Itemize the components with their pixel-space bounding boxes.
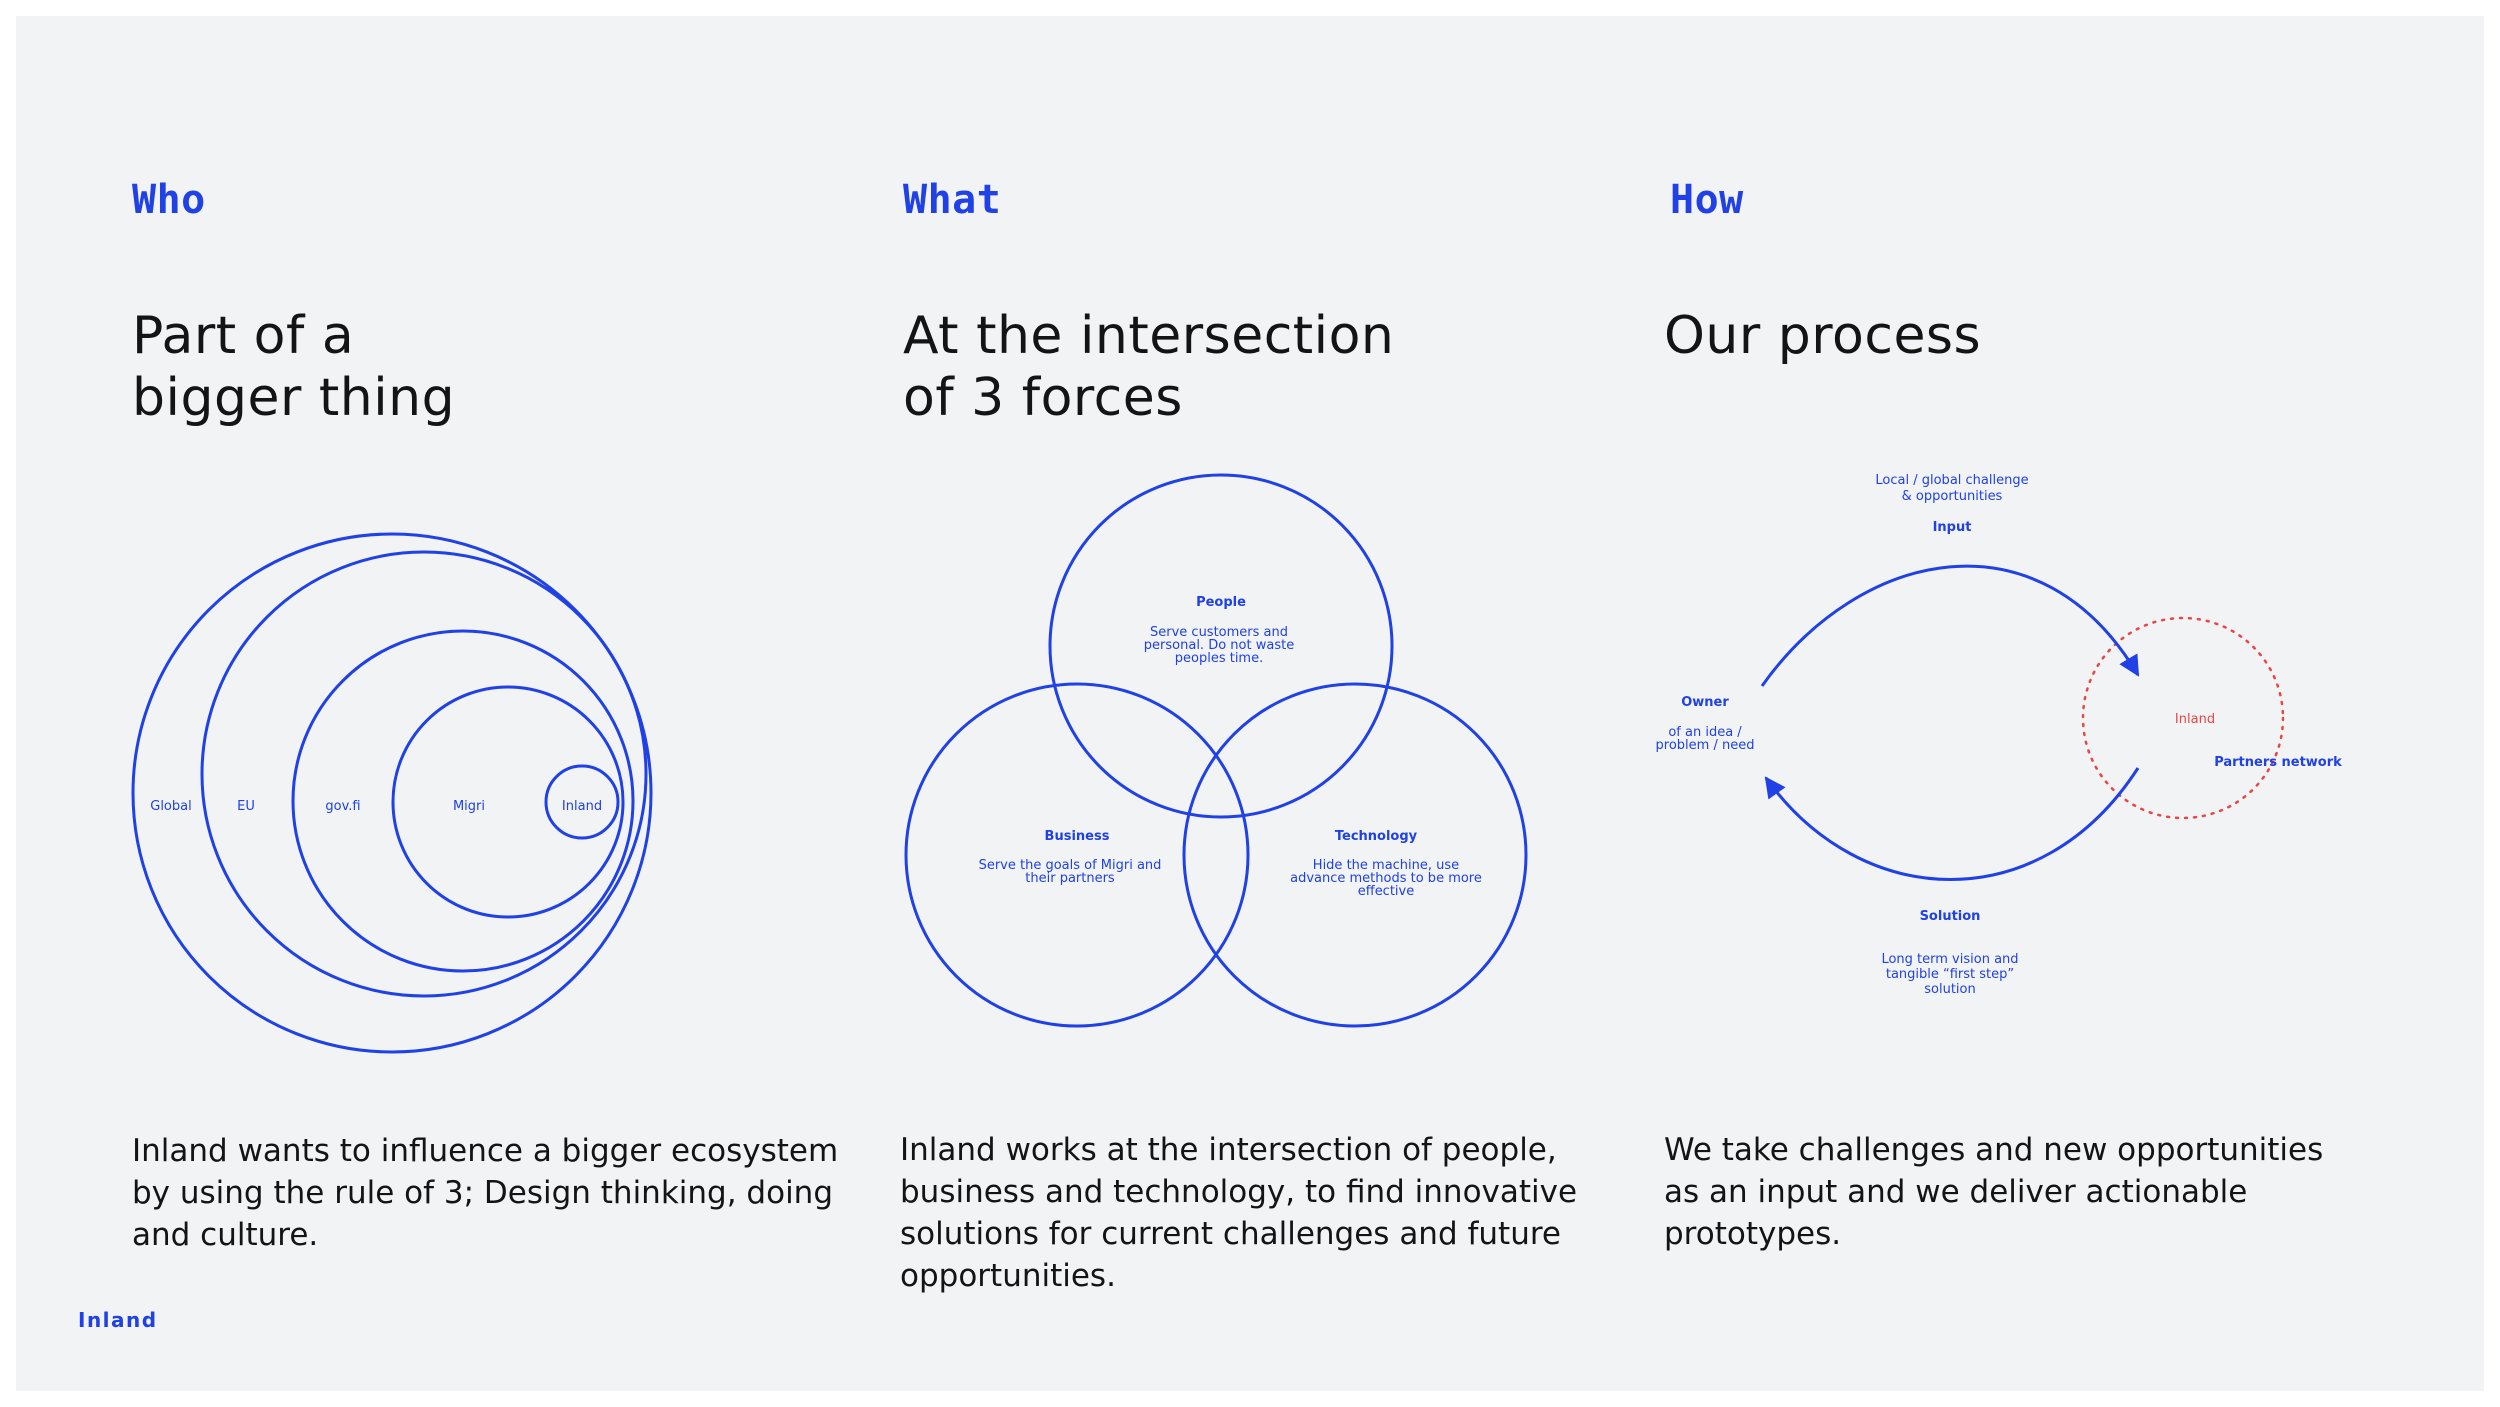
what-venn-diagram <box>904 473 1528 1028</box>
venn-circle-people <box>1048 473 1394 819</box>
partners-network-label: Partners network <box>2214 755 2342 770</box>
challenge-note-2: & opportunities <box>1902 489 2003 504</box>
who-body: Inland wants to influence a bigger ecosy… <box>132 1133 839 1253</box>
ring-eu <box>200 550 648 998</box>
solution-arrow <box>1764 767 2140 881</box>
how-headline: Our process <box>1664 306 1982 366</box>
solution-desc-2: tangible “first step” <box>1886 967 2014 982</box>
venn-circle-technology <box>1182 682 1528 1028</box>
venn-technology-title: Technology <box>1335 829 1418 844</box>
what-body: Inland works at the intersection of peop… <box>900 1132 1578 1294</box>
venn-people-title: People <box>1196 595 1246 610</box>
venn-business-desc-1: Serve the goals of Migri and <box>979 858 1162 873</box>
what-headline: At the intersection of 3 forces <box>903 306 1395 428</box>
venn-business-title: Business <box>1045 829 1110 844</box>
slide <box>16 16 2484 1391</box>
venn-people-desc-3: peoples time. <box>1175 651 1263 666</box>
owner-desc-1: of an idea / <box>1668 725 1742 740</box>
ring-global <box>131 532 653 1054</box>
venn-technology-desc-3: effective <box>1358 884 1415 899</box>
what-kicker: What <box>903 177 1002 223</box>
solution-title: Solution <box>1920 909 1981 924</box>
ring-label-global: Global <box>150 799 191 814</box>
ring-inland <box>544 764 620 840</box>
venn-people-desc-2: personal. Do not waste <box>1144 638 1294 653</box>
who-kicker: Who <box>132 177 206 223</box>
ring-label-inland: Inland <box>562 799 602 814</box>
venn-business-desc-2: their partners <box>1025 871 1115 886</box>
ring-migri <box>391 685 625 919</box>
ring-label-migri: Migri <box>453 799 485 814</box>
inland-center-label: Inland <box>2175 712 2215 727</box>
challenge-note-1: Local / global challenge <box>1875 473 2028 488</box>
brand-logo: Inland <box>78 1308 158 1332</box>
input-arrow <box>1760 564 2140 687</box>
venn-people-desc-1: Serve customers and <box>1150 625 1288 640</box>
partners-network-dotted-circle <box>2081 616 2285 820</box>
solution-desc-1: Long term vision and <box>1881 952 2018 967</box>
how-kicker: How <box>1670 177 1744 223</box>
ring-label-govfi: gov.fi <box>325 799 360 814</box>
venn-technology-desc-1: Hide the machine, use <box>1313 858 1459 873</box>
who-headline: Part of a bigger thing <box>132 306 456 428</box>
venn-circle-business <box>904 682 1250 1028</box>
solution-desc-3: solution <box>1924 982 1975 997</box>
how-process-diagram <box>1760 564 2285 881</box>
venn-technology-desc-2: advance methods to be more <box>1290 871 1482 886</box>
owner-desc-2: problem / need <box>1656 738 1755 753</box>
how-body: We take challenges and new opportunities… <box>1664 1132 2324 1252</box>
input-label: Input <box>1933 520 1972 535</box>
who-nested-circles-diagram <box>131 532 653 1054</box>
owner-title: Owner <box>1681 695 1729 710</box>
ring-govfi <box>291 629 635 973</box>
ring-label-eu: EU <box>237 799 255 814</box>
